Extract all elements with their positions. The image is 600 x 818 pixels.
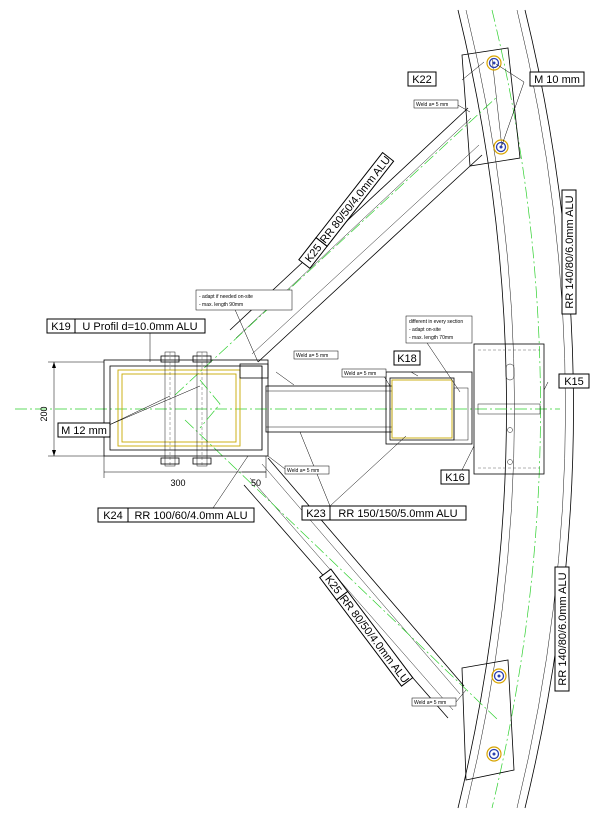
curved-main-beam (457, 9, 574, 809)
svg-text:Weld a= 5 mm: Weld a= 5 mm (416, 102, 448, 108)
svg-text:RR 150/150/5.0mm ALU: RR 150/150/5.0mm ALU (338, 508, 457, 520)
label-m10: M 10 mm (529, 71, 585, 87)
label-k25-top: K25 RR 80/50/4.0mm ALU (298, 151, 395, 270)
bolt-bottom-1-icon (491, 668, 507, 684)
svg-text:RR 80/50/4.0mm ALU: RR 80/50/4.0mm ALU (337, 593, 411, 686)
note-adapt-on-site: - adapt if needed on-site - max. length … (195, 289, 293, 311)
label-k23: K23 (301, 505, 331, 521)
svg-text:RR 140/80/6.0mm ALU: RR 140/80/6.0mm ALU (564, 195, 576, 308)
label-m12: M 12 mm (57, 422, 111, 438)
svg-text:K16: K16 (445, 472, 465, 484)
label-k25-bottom: K25 RR 80/50/4.0mm ALU (318, 568, 414, 687)
svg-text:K19: K19 (51, 321, 71, 333)
svg-text:- max. length 90mm: - max. length 90mm (199, 302, 243, 308)
svg-text:RR 140/80/6.0mm ALU: RR 140/80/6.0mm ALU (557, 572, 569, 685)
label-k19: K19 (46, 318, 76, 334)
label-k18: K18 (393, 350, 421, 366)
label-k15: K15 (558, 373, 590, 389)
note-different-section: different in every section - adapt on-si… (405, 315, 473, 344)
label-u-profil: U Profil d=10.0mm ALU (74, 318, 206, 334)
svg-text:- max. length 70mm: - max. length 70mm (409, 335, 453, 341)
dim-300: 300 (170, 478, 185, 488)
svg-text:U Profil d=10.0mm ALU: U Profil d=10.0mm ALU (82, 321, 197, 333)
center-block (385, 371, 473, 445)
weld-note-bottom: Weld a= 5 mm (411, 697, 457, 707)
horizontal-strut (15, 385, 560, 433)
svg-text:Weld a= 5 mm: Weld a= 5 mm (344, 371, 376, 377)
leader-lines (108, 61, 549, 703)
svg-text:Weld a= 5 mm: Weld a= 5 mm (414, 700, 446, 706)
bolt-top-2-icon (493, 139, 509, 155)
weld-note-center: Weld a= 5 mm (341, 368, 387, 378)
svg-text:RR 100/60/4.0mm ALU: RR 100/60/4.0mm ALU (134, 510, 247, 522)
top-end-plate (461, 47, 521, 167)
svg-text:M 12 mm: M 12 mm (61, 425, 107, 437)
svg-text:M 10 mm: M 10 mm (534, 74, 580, 86)
label-k16: K16 (440, 469, 470, 485)
svg-text:- adapt on-site: - adapt on-site (409, 327, 441, 333)
dim-50: 50 (251, 478, 261, 488)
svg-text:K23: K23 (306, 508, 326, 520)
bolt-top-1-icon (486, 55, 502, 71)
bottom-end-plate (461, 659, 515, 781)
svg-text:- adapt if needed on-site: - adapt if needed on-site (199, 294, 253, 300)
svg-text:Weld a= 5 mm: Weld a= 5 mm (296, 353, 328, 359)
dim-200: 200 (39, 406, 49, 421)
weld-note-top: Weld a= 5 mm (413, 99, 459, 109)
dimension-lines (48, 361, 267, 478)
bolt-bottom-2-icon (486, 746, 502, 762)
diagonal-strut-bottom (184, 419, 499, 721)
weld-note-left-upper: Weld a= 5 mm (293, 350, 339, 360)
label-rr-140-bottom: RR 140/80/6.0mm ALU (554, 566, 570, 692)
weld-note-left-lower: Weld a= 5 mm (284, 465, 330, 475)
svg-text:Weld a= 5 mm: Weld a= 5 mm (287, 468, 319, 474)
svg-text:K22: K22 (412, 74, 432, 86)
svg-text:K24: K24 (103, 510, 123, 522)
svg-text:different in every section: different in every section (409, 319, 463, 325)
label-k24: K24 (97, 507, 129, 523)
svg-text:K18: K18 (397, 353, 417, 365)
diagonal-strut-top (174, 95, 499, 396)
left-clamp-assembly (103, 351, 269, 467)
svg-text:K15: K15 (564, 376, 584, 388)
svg-text:RR 80/50/4.0mm ALU: RR 80/50/4.0mm ALU (318, 154, 393, 246)
label-k22: K22 (407, 71, 437, 87)
label-rr-140-top: RR 140/80/6.0mm ALU (561, 189, 577, 315)
label-rr-100: RR 100/60/4.0mm ALU (127, 507, 255, 523)
k15-clamp-plate (473, 343, 545, 475)
label-rr-150: RR 150/150/5.0mm ALU (329, 505, 467, 521)
